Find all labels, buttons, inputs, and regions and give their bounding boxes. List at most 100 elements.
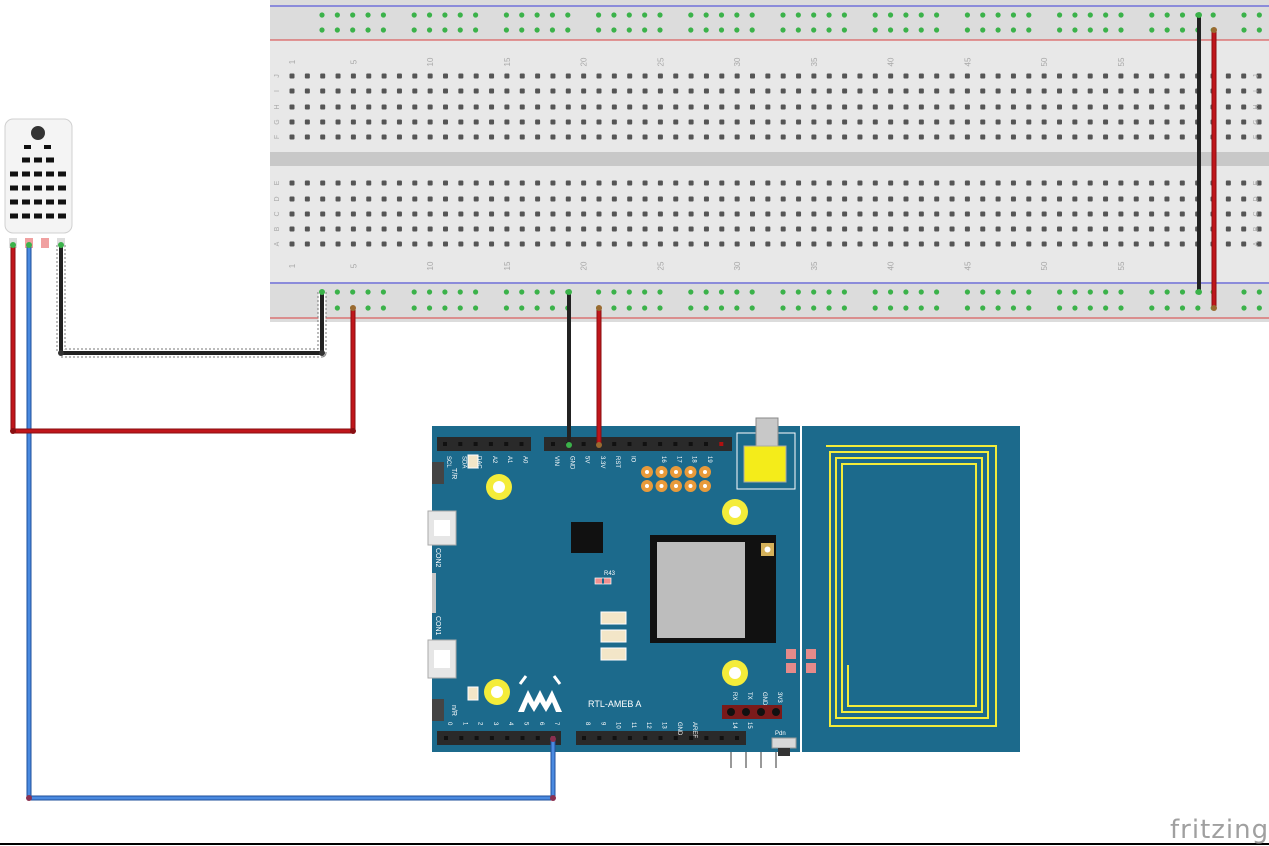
breadboard-hole[interactable] [519, 226, 525, 232]
breadboard-hole[interactable] [1241, 104, 1247, 110]
rail-hole[interactable] [826, 289, 832, 295]
breadboard-hole[interactable] [289, 241, 295, 247]
breadboard-hole[interactable] [1149, 241, 1155, 247]
breadboard-hole[interactable] [1256, 211, 1262, 217]
breadboard-hole[interactable] [489, 104, 495, 110]
rail-hole[interactable] [811, 305, 817, 311]
rail-hole[interactable] [872, 305, 878, 311]
breadboard-hole[interactable] [1103, 104, 1109, 110]
header-pin[interactable] [673, 442, 678, 446]
breadboard-hole[interactable] [335, 88, 341, 94]
breadboard-hole[interactable] [1010, 88, 1016, 94]
breadboard-hole[interactable] [535, 241, 541, 247]
breadboard-hole[interactable] [396, 104, 402, 110]
breadboard-hole[interactable] [995, 104, 1001, 110]
header-pin[interactable] [612, 736, 617, 740]
breadboard-hole[interactable] [504, 241, 510, 247]
breadboard-hole[interactable] [888, 73, 894, 79]
breadboard-hole[interactable] [903, 88, 909, 94]
breadboard-hole[interactable] [581, 88, 587, 94]
breadboard-hole[interactable] [550, 226, 556, 232]
breadboard-hole[interactable] [1010, 196, 1016, 202]
breadboard-hole[interactable] [519, 134, 525, 140]
breadboard-hole[interactable] [964, 88, 970, 94]
breadboard-hole[interactable] [980, 211, 986, 217]
breadboard-hole[interactable] [611, 196, 617, 202]
header-pin[interactable] [520, 736, 525, 740]
breadboard-hole[interactable] [412, 211, 418, 217]
breadboard-hole[interactable] [995, 196, 1001, 202]
breadboard-hole[interactable] [504, 73, 510, 79]
breadboard-hole[interactable] [581, 241, 587, 247]
breadboard-hole[interactable] [611, 73, 617, 79]
rail-hole[interactable] [703, 12, 709, 18]
breadboard-hole[interactable] [688, 134, 694, 140]
breadboard-hole[interactable] [703, 180, 709, 186]
breadboard-hole[interactable] [872, 196, 878, 202]
breadboard-hole[interactable] [719, 134, 725, 140]
header-pin[interactable] [719, 736, 724, 740]
breadboard-hole[interactable] [1149, 196, 1155, 202]
header-pin[interactable] [597, 736, 602, 740]
breadboard-hole[interactable] [458, 73, 464, 79]
rail-hole[interactable] [1256, 305, 1262, 311]
breadboard-hole[interactable] [703, 73, 709, 79]
rail-hole[interactable] [995, 27, 1001, 33]
breadboard-hole[interactable] [1164, 88, 1170, 94]
breadboard-hole[interactable] [780, 180, 786, 186]
breadboard-hole[interactable] [796, 134, 802, 140]
breadboard-hole[interactable] [1072, 241, 1078, 247]
breadboard-hole[interactable] [396, 73, 402, 79]
breadboard-hole[interactable] [1225, 119, 1231, 125]
breadboard-hole[interactable] [857, 104, 863, 110]
rail-hole[interactable] [780, 27, 786, 33]
breadboard-hole[interactable] [657, 88, 663, 94]
breadboard-hole[interactable] [688, 73, 694, 79]
breadboard-hole[interactable] [1010, 211, 1016, 217]
breadboard-hole[interactable] [903, 134, 909, 140]
breadboard-hole[interactable] [366, 226, 372, 232]
breadboard-hole[interactable] [565, 226, 571, 232]
rail-hole[interactable] [411, 27, 417, 33]
breadboard-hole[interactable] [903, 196, 909, 202]
breadboard-hole[interactable] [1225, 196, 1231, 202]
breadboard-hole[interactable] [458, 226, 464, 232]
rail-hole[interactable] [1256, 12, 1262, 18]
breadboard-hole[interactable] [304, 88, 310, 94]
rail-hole[interactable] [795, 289, 801, 295]
rail-hole[interactable] [1072, 27, 1078, 33]
breadboard-hole[interactable] [443, 226, 448, 232]
rail-hole[interactable] [426, 12, 433, 18]
breadboard-hole[interactable] [1225, 104, 1231, 110]
breadboard-hole[interactable] [903, 241, 909, 247]
rail-hole[interactable] [749, 305, 755, 311]
breadboard-hole[interactable] [1133, 211, 1139, 217]
rail-hole[interactable] [718, 289, 725, 295]
breadboard-hole[interactable] [842, 88, 848, 94]
breadboard-hole[interactable] [427, 88, 433, 94]
rail-hole[interactable] [1164, 289, 1170, 295]
rail-hole[interactable] [1057, 305, 1063, 311]
breadboard-hole[interactable] [458, 211, 464, 217]
breadboard-hole[interactable] [596, 73, 602, 79]
breadboard-hole[interactable] [1225, 180, 1231, 186]
rail-hole[interactable] [841, 289, 848, 295]
breadboard-hole[interactable] [335, 196, 341, 202]
breadboard-hole[interactable] [703, 241, 709, 247]
rail-hole[interactable] [1057, 27, 1063, 33]
breadboard-hole[interactable] [934, 119, 940, 125]
breadboard-hole[interactable] [1164, 226, 1170, 232]
breadboard-hole[interactable] [350, 119, 356, 125]
rail-hole[interactable] [626, 289, 632, 295]
breadboard-hole[interactable] [565, 73, 571, 79]
breadboard-hole[interactable] [427, 104, 433, 110]
breadboard-hole[interactable] [1164, 180, 1170, 186]
header-pin[interactable] [582, 736, 586, 740]
header-pin[interactable] [473, 442, 478, 446]
breadboard-hole[interactable] [872, 226, 878, 232]
breadboard-hole[interactable] [980, 134, 986, 140]
breadboard-hole[interactable] [550, 119, 556, 125]
breadboard-hole[interactable] [719, 196, 725, 202]
breadboard-hole[interactable] [719, 226, 725, 232]
breadboard-hole[interactable] [366, 211, 372, 217]
